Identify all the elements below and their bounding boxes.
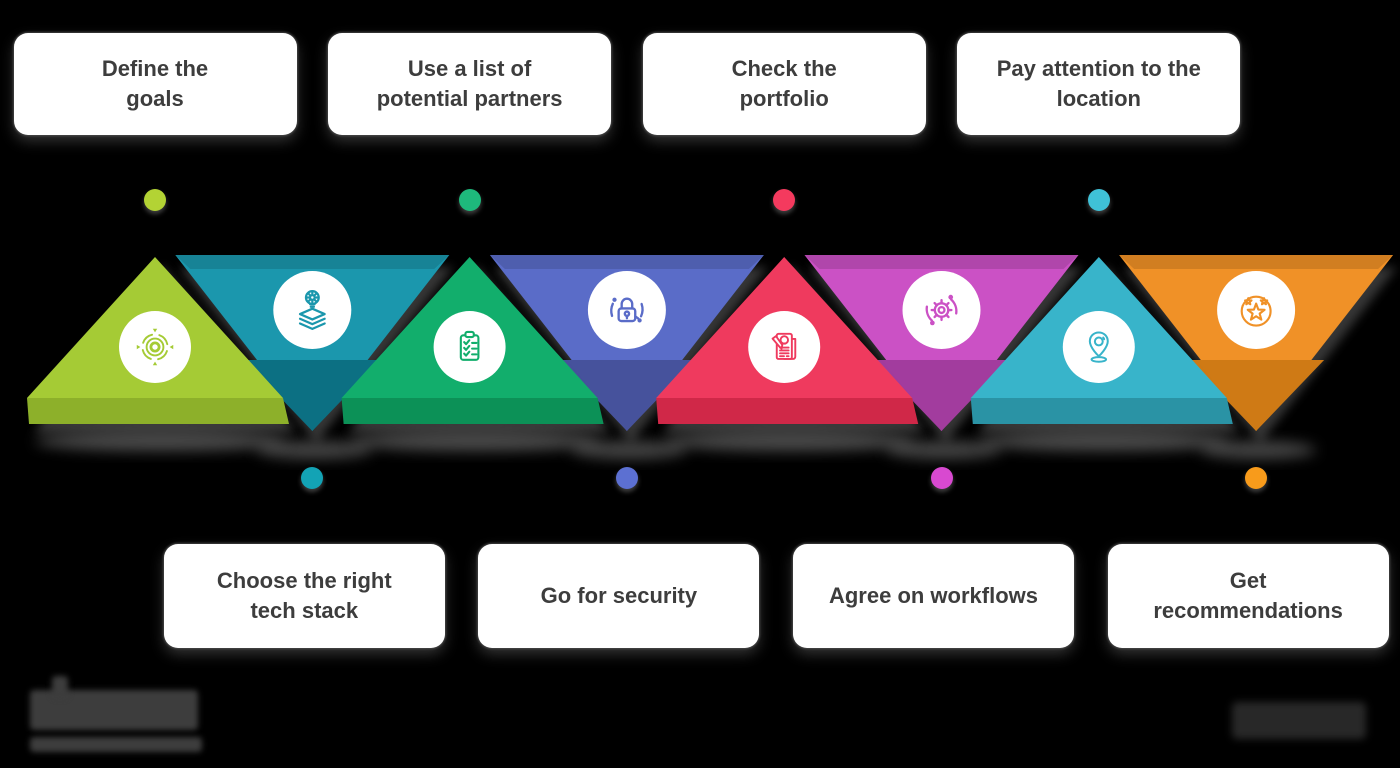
card-label-line: location [1056,86,1141,111]
star-badge-icon [1240,295,1272,327]
drop-shadow [978,431,1231,451]
triangle-bevel [489,255,764,269]
icon-badge [273,271,352,349]
tech-stack-layers-icon [298,289,326,330]
connector-dot-1 [144,189,166,211]
step-card-5: Check the portfolio [642,33,926,135]
triangle-down-step-2 [175,255,454,443]
checklist-icon [459,330,480,361]
connector-dot-8 [1245,467,1268,489]
card-label-line: portfolio [739,86,829,111]
step-card-8: Get recommendations [1107,544,1389,648]
workflow-gear-icon [925,294,958,326]
triangle-bevel [175,255,450,269]
triangle-fold [873,360,1010,431]
watermark-logo-bar [52,676,68,698]
triangle-base [656,398,919,424]
triangle-down-step-4 [489,255,768,443]
triangle-base [970,398,1233,424]
card-label-line: Get [1229,568,1267,593]
card-label-line: Choose the right [216,568,392,593]
triangle-up-step-1 [27,257,296,451]
drop-shadow [349,431,602,451]
drop-shadow [885,441,1002,459]
triangle-fold [244,360,381,431]
card-label-line: recommendations [1153,598,1343,623]
triangle-up-step-3 [341,257,611,451]
step-card-7: Pay attention to the location [957,33,1241,135]
card-label-line: Pay attention to the [996,56,1201,81]
step-card-6: Agree on workflows [793,544,1074,648]
connector-dot-7 [1087,189,1110,211]
drop-shadow [570,441,687,459]
card-label-line: Define the [101,56,209,81]
triangle-base [341,398,604,424]
connector-dot-3 [458,189,481,211]
triangle-down-step-8 [1119,255,1398,443]
step-card-4: Go for security [478,544,760,648]
connector-dot-6 [930,467,953,489]
triangle-fold [1188,360,1325,431]
location-pin-icon [1088,331,1109,363]
icon-badge [1217,271,1296,349]
icon-badge [119,311,191,383]
portfolio-document-icon [771,332,797,360]
connector-dot-4 [615,467,638,489]
card-label-line: potential partners [376,86,563,111]
connector-dot-2 [301,467,324,489]
card-label-line: Agree on workflows [828,583,1039,608]
icon-badge [587,271,666,349]
triangle-bevel [804,255,1079,269]
watermark-logo-underline [30,737,202,752]
card-label-line: Go for security [540,583,698,608]
card-label-line: goals [126,86,184,111]
connector-dot-5 [773,189,796,211]
drop-shadow [1200,441,1317,459]
security-lock-icon [610,297,644,323]
triangle-fold [558,360,695,431]
card-label-line: Use a list of [407,56,532,81]
triangle-up-step-5 [656,257,926,451]
icon-badge [902,271,981,349]
step-card-2: Choose the right tech stack [163,544,445,648]
step-card-3: Use a list of potential partners [328,33,612,135]
triangle-down-step-6 [804,255,1083,443]
triangle-up-step-7 [970,257,1240,451]
target-goals-icon [136,328,174,366]
card-label-line: Check the [731,56,837,81]
triangle-base [27,398,289,424]
card-label-line: tech stack [250,598,359,623]
drop-shadow [35,431,287,451]
watermark-text-right [1232,702,1366,739]
drop-shadow [664,431,917,451]
step-card-1: Define the goals [13,33,297,135]
triangle-bevel [1119,255,1394,269]
drop-shadow [256,441,373,459]
